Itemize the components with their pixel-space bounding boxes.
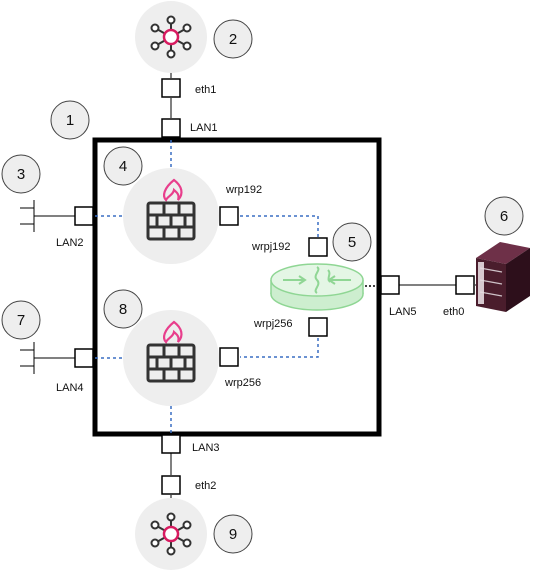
callout-1: 1 — [50, 100, 90, 140]
callout-2: 2 — [213, 19, 253, 59]
label-eth0: eth0 — [443, 306, 464, 318]
port-lan5 — [380, 275, 400, 295]
callout-8-text: 8 — [119, 301, 127, 318]
port-lan4 — [74, 348, 94, 368]
callout-4: 4 — [103, 146, 143, 186]
device-enclosure — [92, 137, 382, 437]
link-wrpj256-wrp256 — [240, 338, 319, 358]
callout-6: 6 — [484, 196, 524, 236]
callout-6-text: 6 — [500, 208, 508, 225]
firewall-icon — [123, 168, 219, 264]
label-lan3: LAN3 — [192, 442, 220, 454]
label-lan4: LAN4 — [56, 382, 84, 394]
port-eth0 — [455, 275, 475, 295]
cable-connector-icon — [20, 342, 75, 374]
label-wrpj256: wrpj256 — [253, 318, 293, 330]
callout-7: 7 — [1, 300, 41, 340]
network-hub-icon — [135, 1, 207, 73]
network-hub-icon — [135, 498, 207, 570]
label-eth1: eth1 — [195, 84, 216, 96]
callout-1-text: 1 — [66, 112, 74, 129]
port-lan3 — [161, 434, 181, 454]
port-eth2 — [161, 475, 181, 495]
callout-4-text: 4 — [119, 158, 127, 175]
port-lan2 — [74, 206, 94, 226]
label-lan1: LAN1 — [190, 122, 218, 134]
port-eth1 — [161, 78, 181, 98]
link-wrp192-wrpj192 — [240, 215, 319, 237]
label-wrp256: wrp256 — [224, 377, 261, 389]
port-wrp256 — [219, 347, 239, 367]
router-icon — [270, 263, 364, 311]
cable-connector-icon — [20, 200, 75, 232]
callout-5: 5 — [332, 222, 372, 262]
callout-8: 8 — [103, 289, 143, 329]
callout-9: 9 — [213, 514, 253, 554]
port-wrp192 — [219, 206, 239, 226]
label-eth2: eth2 — [195, 480, 216, 492]
port-wrpj256 — [308, 317, 328, 337]
callout-5-text: 5 — [348, 234, 356, 251]
label-wrp192: wrp192 — [225, 184, 262, 196]
firewall-icon — [123, 310, 219, 406]
port-lan1 — [161, 118, 181, 138]
callout-3: 3 — [1, 154, 41, 194]
label-lan5: LAN5 — [389, 306, 417, 318]
callout-9-text: 9 — [229, 526, 237, 543]
callout-3-text: 3 — [17, 166, 25, 183]
server-icon — [476, 242, 530, 312]
callout-2-text: 2 — [229, 31, 237, 48]
port-wrpj192 — [308, 237, 328, 257]
label-lan2: LAN2 — [56, 237, 84, 249]
callout-7-text: 7 — [17, 312, 25, 329]
label-wrpj192: wrpj192 — [251, 241, 291, 253]
